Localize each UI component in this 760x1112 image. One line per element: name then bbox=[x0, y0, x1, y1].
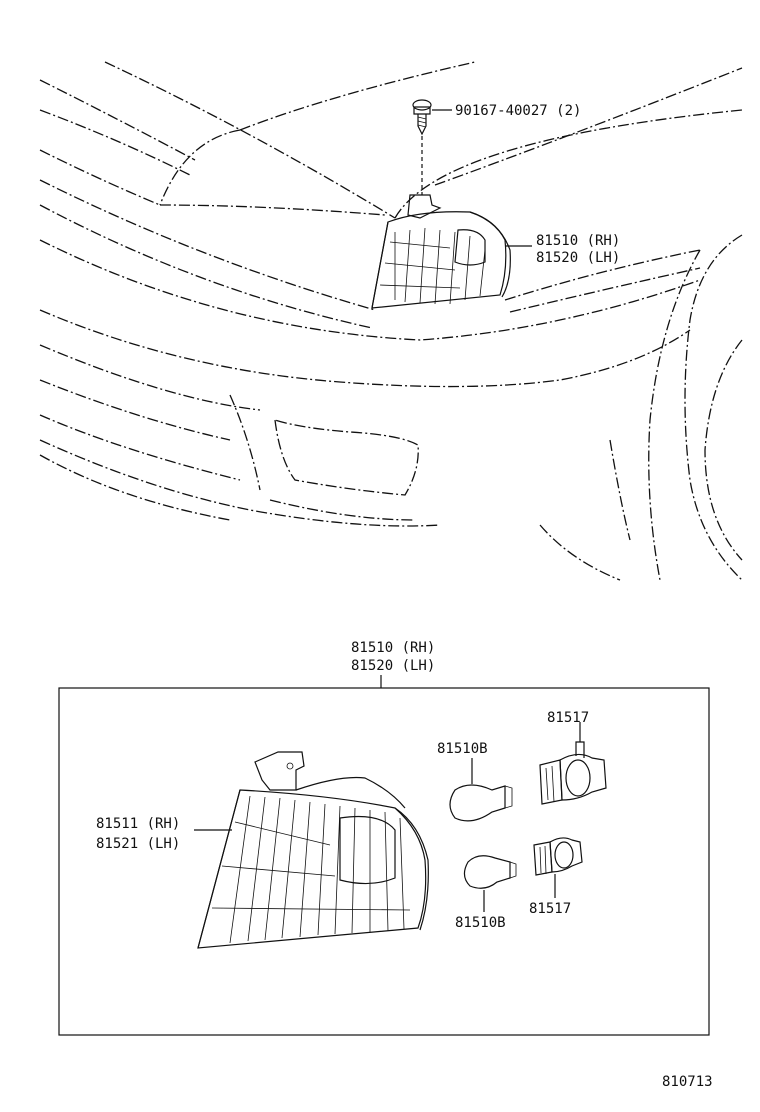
lamp-part-label-rh: 81510 (RH) bbox=[536, 233, 620, 249]
bulb-part-label-bottom: 81510B bbox=[455, 915, 506, 931]
diagram-code: 810713 bbox=[662, 1074, 713, 1090]
lens-part-label-lh: 81521 (LH) bbox=[96, 836, 180, 852]
screw-90167-40027 bbox=[412, 99, 432, 136]
vehicle-outline bbox=[39, 61, 743, 581]
bulb-81510b-top bbox=[449, 784, 513, 822]
assembly-part-label-lh: 81520 (LH) bbox=[351, 658, 435, 674]
socket-part-label-top: 81517 bbox=[547, 710, 589, 726]
screw-part-label: 90167-40027 (2) bbox=[455, 103, 581, 119]
lamp-part-label-lh: 81520 (LH) bbox=[536, 250, 620, 266]
assembly-frame bbox=[58, 687, 710, 1036]
socket-81517-bottom bbox=[533, 837, 583, 876]
bulb-part-label-top: 81510B bbox=[437, 741, 488, 757]
bulb-81510b-bottom bbox=[463, 855, 517, 889]
corner-lamp-installed bbox=[371, 194, 511, 309]
lens-part-label-rh: 81511 (RH) bbox=[96, 816, 180, 832]
lens-assembly bbox=[197, 751, 429, 949]
assembly-part-label-rh: 81510 (RH) bbox=[351, 640, 435, 656]
socket-part-label-bottom: 81517 bbox=[529, 901, 571, 917]
socket-81517-top bbox=[539, 741, 607, 805]
